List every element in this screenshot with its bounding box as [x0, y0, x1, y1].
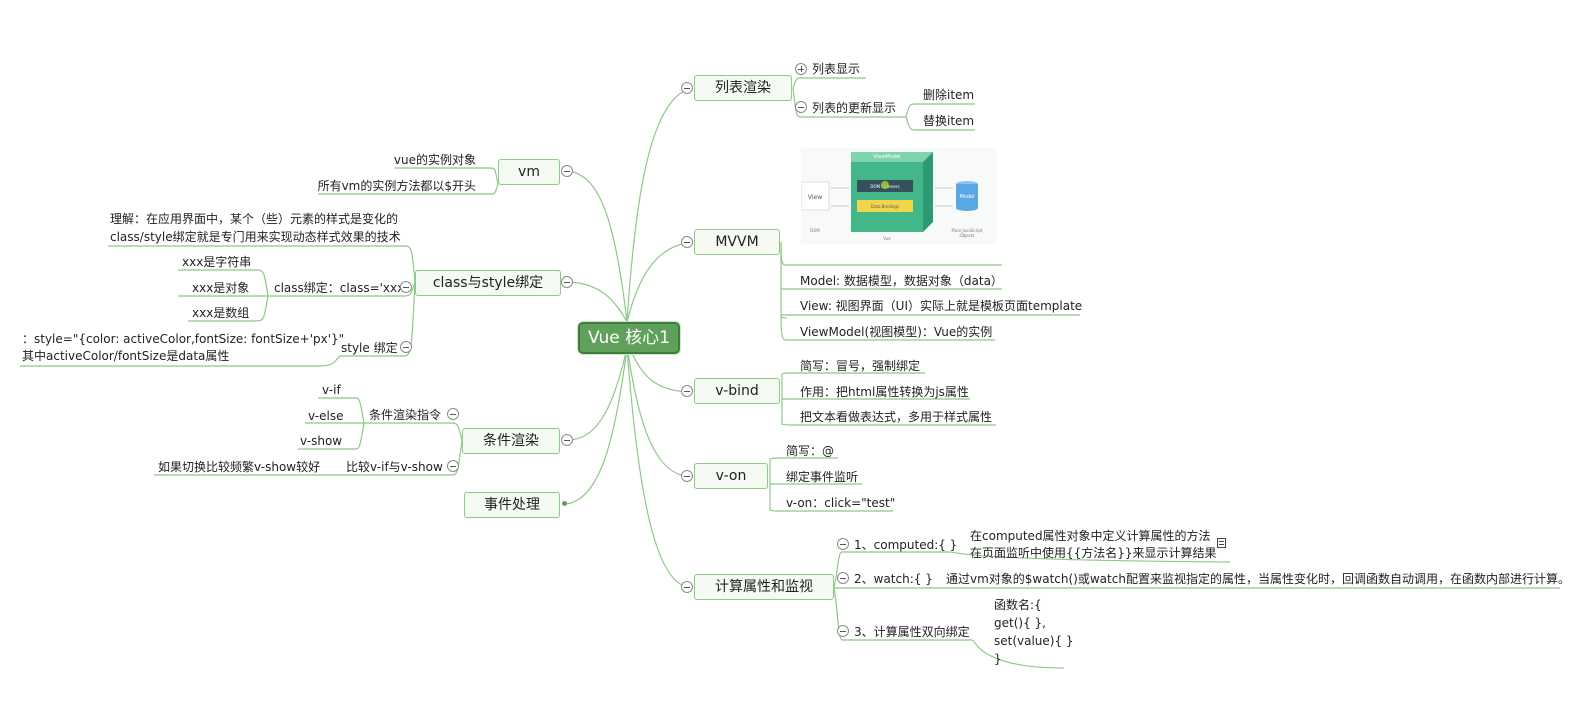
- topic-event-handling[interactable]: 事件处理: [464, 492, 560, 518]
- topic-v-bind[interactable]: v-bind: [694, 378, 780, 404]
- von-item-shorthand[interactable]: 简写：@: [786, 444, 835, 458]
- topic-computed-watch[interactable]: 计算属性和监视: [694, 574, 834, 600]
- collapse-class-binding-toggle[interactable]: [400, 281, 412, 293]
- mvvm-image-data-bindings-label: Data Bindings: [871, 204, 899, 209]
- compare-note[interactable]: 如果切换比较频繁v-show较好: [158, 460, 321, 474]
- mvvm-diagram-graphic: View ViewModel DOM Listeners Data Bindin…: [800, 152, 983, 241]
- list-update-item-replace[interactable]: 替换item: [923, 114, 975, 128]
- class-item-object[interactable]: xxx是对象: [192, 281, 250, 295]
- class-item-array[interactable]: xxx是数组: [192, 306, 250, 320]
- collapse-computed-1-toggle[interactable]: [837, 538, 849, 550]
- collapse-computed-3-toggle[interactable]: [837, 625, 849, 637]
- mvvm-image-viewmodel-label: ViewModel: [874, 154, 901, 160]
- topic-v-on[interactable]: v-on: [694, 463, 768, 489]
- mvvm-item-viewmodel[interactable]: ViewModel(视图模型)：Vue的实例: [800, 325, 993, 339]
- collapse-style-binding-toggle[interactable]: [400, 341, 412, 353]
- topic-mvvm[interactable]: MVVM: [694, 229, 780, 255]
- topic-list-rendering[interactable]: 列表渲染: [694, 75, 792, 101]
- collapse-vbind-toggle[interactable]: [681, 385, 693, 397]
- computed-item-3[interactable]: 3、计算属性双向绑定: [854, 625, 970, 639]
- topic-vm[interactable]: vm: [498, 159, 560, 185]
- list-update-label[interactable]: 列表的更新显示: [812, 101, 897, 115]
- computed-item-2[interactable]: 2、watch:{ }: [854, 572, 933, 586]
- vbind-item-shorthand[interactable]: 简写：冒号，强制绑定: [800, 359, 921, 373]
- style-binding-line-2[interactable]: 其中activeColor/fontSize是data属性: [22, 349, 230, 363]
- mvvm-image-dom-caption: DOM: [810, 228, 820, 233]
- collapse-mvvm-toggle[interactable]: [681, 236, 693, 248]
- mvvm-image-view-label: View: [808, 194, 822, 201]
- directive-v-show[interactable]: v-show: [300, 434, 343, 448]
- computed-1-note-line-2[interactable]: 在页面监听中使用{{方法名}}来显示计算结果: [970, 546, 1217, 560]
- collapse-conditional-toggle[interactable]: [561, 434, 573, 446]
- list-show-label[interactable]: 列表显示: [812, 62, 861, 76]
- computed-3-line-1[interactable]: 函数名:{: [994, 598, 1042, 612]
- compare-label[interactable]: 比较v-if与v-show: [346, 460, 443, 474]
- root-topic[interactable]: Vue 核心1: [578, 322, 680, 354]
- class-style-note-line-2[interactable]: class/style绑定就是专门用来实现动态样式效果的技术: [110, 230, 401, 244]
- collapse-compare-toggle[interactable]: [447, 460, 459, 472]
- topic-conditional-rendering[interactable]: 条件渲染: [462, 428, 560, 454]
- topic-class-style[interactable]: class与style绑定: [415, 270, 561, 296]
- computed-3-line-3[interactable]: set(value){ }: [994, 634, 1074, 648]
- collapse-list-toggle[interactable]: [681, 82, 693, 94]
- computed-item-1[interactable]: 1、computed:{ }: [854, 538, 958, 552]
- expand-list-show-toggle[interactable]: [795, 63, 807, 75]
- note-icon[interactable]: [1217, 538, 1226, 548]
- list-update-item-delete[interactable]: 删除item: [923, 88, 975, 102]
- vbind-item-purpose[interactable]: 作用：把html属性转换为js属性: [800, 385, 969, 399]
- style-binding-line-1[interactable]: ：style="{color: activeColor,fontSize: fo…: [22, 332, 345, 346]
- collapse-computed-toggle[interactable]: [681, 581, 693, 593]
- collapse-computed-2-toggle[interactable]: [837, 572, 849, 584]
- class-item-string[interactable]: xxx是字符串: [182, 255, 252, 269]
- collapse-von-toggle[interactable]: [681, 470, 693, 482]
- vm-item-methods[interactable]: 所有vm的实例方法都以$开头: [317, 179, 476, 193]
- computed-1-note-line-1[interactable]: 在computed属性对象中定义计算属性的方法: [970, 529, 1211, 543]
- computed-3-line-4[interactable]: }: [994, 652, 1002, 666]
- directive-v-if[interactable]: v-if: [322, 383, 341, 397]
- mvvm-image-objects-caption: Objects: [959, 233, 974, 238]
- collapse-vm-toggle[interactable]: [561, 165, 573, 177]
- mvvm-diagram-image: View ViewModel DOM Listeners Data Bindin…: [800, 148, 997, 244]
- vbind-item-expression[interactable]: 把文本看做表达式，多用于样式属性: [800, 410, 993, 424]
- mvvm-image-plain-caption: Plain JavaScript: [952, 228, 983, 233]
- conditional-directive-label[interactable]: 条件渲染指令: [369, 408, 442, 422]
- mvvm-item-view[interactable]: View: 视图界面（UI）实际上就是模板页面template: [800, 299, 1083, 313]
- mvvm-image-vue-caption: Vue: [883, 236, 891, 241]
- collapse-list-update-toggle[interactable]: [795, 101, 807, 113]
- style-binding-label[interactable]: style 绑定: [341, 341, 398, 355]
- mvvm-image-model-label: Model: [959, 194, 974, 200]
- von-item-listener[interactable]: 绑定事件监听: [786, 470, 859, 484]
- vm-item-instance[interactable]: vue的实例对象: [393, 153, 476, 167]
- collapse-directive-toggle[interactable]: [447, 408, 459, 420]
- computed-3-line-2[interactable]: get(){ },: [994, 616, 1046, 630]
- computed-2-note[interactable]: 通过vm对象的$watch()或watch配置来监视指定的属性，当属性变化时，回…: [946, 572, 1570, 586]
- von-item-click[interactable]: v-on：click="test": [786, 496, 896, 510]
- directive-v-else[interactable]: v-else: [308, 409, 344, 423]
- class-style-note-line-1[interactable]: 理解：在应用界面中，某个（些）元素的样式是变化的: [110, 212, 399, 226]
- class-binding-label[interactable]: class绑定：class='xxx': [274, 281, 408, 295]
- mvvm-item-model[interactable]: Model: 数据模型，数据对象（data）: [800, 274, 1003, 288]
- event-handling-connector-dot: [562, 501, 567, 506]
- collapse-class-style-toggle[interactable]: [561, 276, 573, 288]
